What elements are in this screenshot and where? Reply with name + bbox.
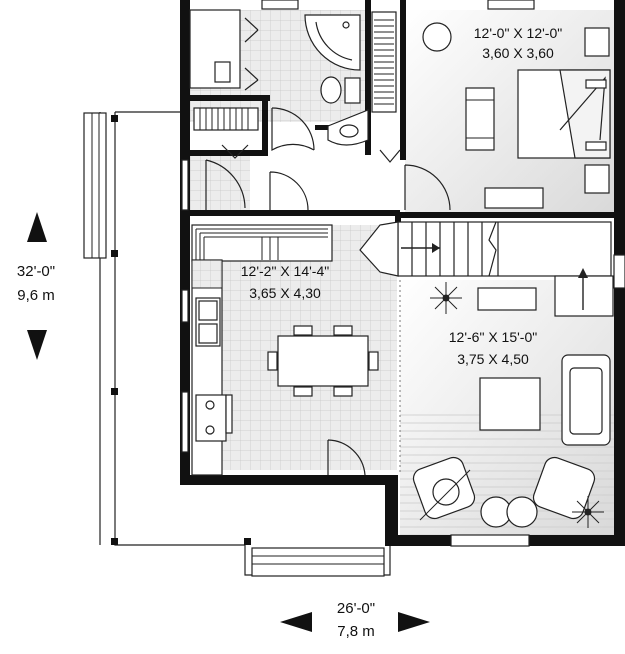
width-imperial: 26'-0" <box>337 600 375 617</box>
closet-door <box>205 159 246 210</box>
hall-door <box>269 171 309 211</box>
plant-bottom <box>572 496 604 528</box>
side-counter <box>191 259 223 476</box>
width-metric: 7,8 m <box>337 623 375 640</box>
armchair-left <box>412 456 476 521</box>
porch-steps-left <box>83 112 107 259</box>
bedroom-chair <box>422 22 452 52</box>
bedroom-furniture <box>422 22 611 209</box>
stair-landing <box>359 221 399 277</box>
kitchen <box>191 224 379 476</box>
doors <box>205 107 451 476</box>
living-size-metric: 3,75 X 4,50 <box>457 351 529 367</box>
height-imperial: 32'-0" <box>17 263 55 280</box>
stairs <box>359 221 614 475</box>
bedroom-size-imperial: 12'-0" X 12'-0" <box>474 25 562 41</box>
arrow-left-icon <box>280 612 312 632</box>
porch <box>83 111 391 577</box>
stair-run <box>397 221 612 277</box>
bathroom <box>189 9 369 146</box>
entry-door <box>327 439 366 476</box>
plant-top <box>430 282 462 314</box>
bedroom-door <box>404 164 451 211</box>
living-size-imperial: 12'-6" X 15'-0" <box>449 329 537 345</box>
console-table <box>477 287 537 311</box>
closets <box>193 11 401 163</box>
kitchen-size-metric: 3,65 X 4,30 <box>249 285 321 301</box>
windows <box>181 0 625 547</box>
kitchen-size-imperial: 12'-2" X 14'-4" <box>241 263 329 279</box>
dresser <box>484 187 544 209</box>
nightstand-top <box>584 27 610 57</box>
pillow <box>465 87 495 151</box>
dining-table <box>277 335 369 387</box>
porch-steps-front <box>251 547 385 577</box>
arrow-up-icon <box>27 212 47 242</box>
dimension-height: 32'-0" 9,6 m <box>17 212 55 360</box>
living-furniture <box>412 282 611 528</box>
bedroom-size-metric: 3,60 X 3,60 <box>482 45 554 61</box>
nightstand-bottom <box>584 164 610 194</box>
shower <box>304 14 361 71</box>
side-table-right <box>506 496 538 528</box>
bathroom-door <box>271 108 315 152</box>
room-labels: 12'-0" X 12'-0" 3,60 X 3,60 12'-2" X 14'… <box>241 25 562 367</box>
coffee-table <box>479 377 541 431</box>
height-metric: 9,6 m <box>17 287 55 304</box>
dimension-width: 26'-0" 7,8 m <box>280 600 430 640</box>
arrow-right-icon <box>398 612 430 632</box>
toilet <box>320 76 342 104</box>
arrow-down-icon <box>27 330 47 360</box>
